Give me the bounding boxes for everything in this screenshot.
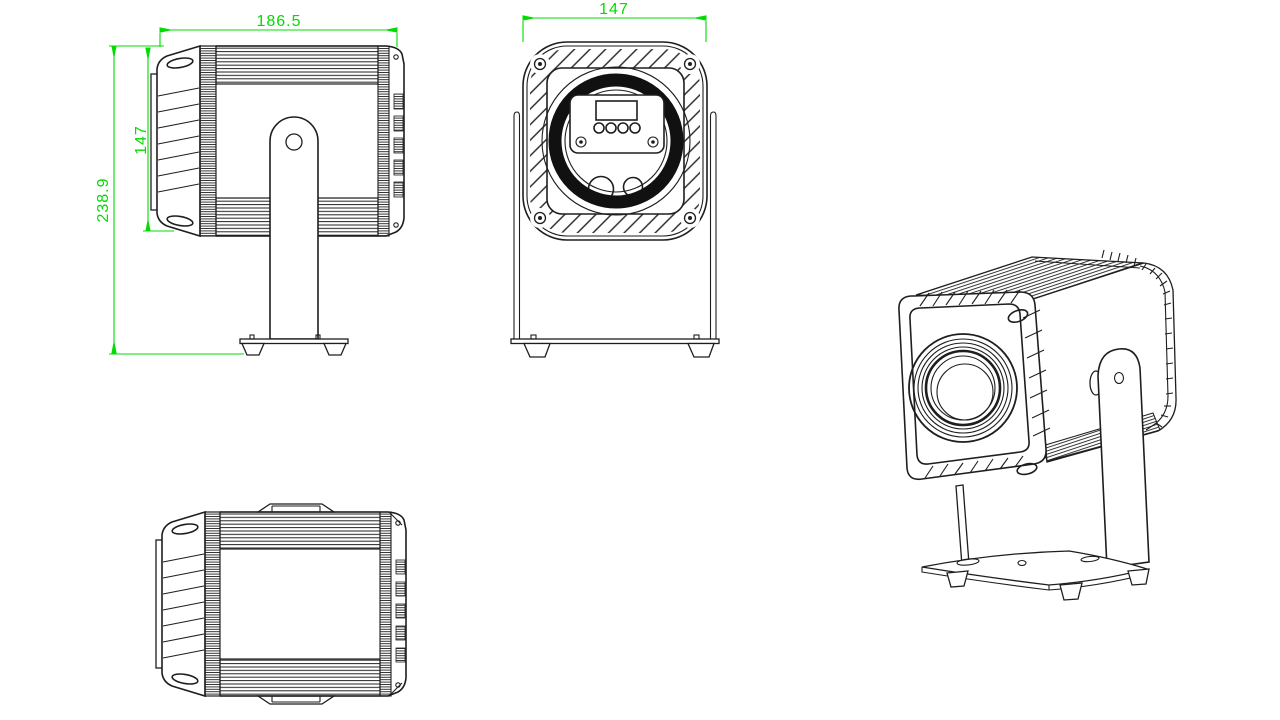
heatsink-fins-top <box>219 511 381 550</box>
body-outline <box>220 511 407 697</box>
dim-label-side-total-height: 238.9 <box>95 177 112 222</box>
lamp-body-top <box>155 510 407 698</box>
base-foot <box>686 342 715 358</box>
bezel-fins <box>157 87 200 193</box>
panel-screw <box>575 136 587 148</box>
knurled-ring <box>199 45 217 237</box>
bumper-edge <box>526 45 704 237</box>
base-foot <box>1059 582 1083 601</box>
bezel-grip-oval <box>1016 462 1038 476</box>
menu-button <box>605 122 617 134</box>
mounting-bracket-side <box>239 116 349 356</box>
heatsink-fins-top <box>215 45 379 85</box>
base-foot <box>946 570 969 588</box>
base-screw <box>693 334 700 340</box>
cap-screw <box>395 682 401 688</box>
dim-label-side-width: 186.5 <box>256 13 301 30</box>
front-bezel-iso <box>898 289 1051 481</box>
menu-button <box>629 122 641 134</box>
knurled-ring <box>204 511 221 697</box>
body-outline <box>216 45 405 237</box>
lens-glass <box>936 363 994 421</box>
bracket-knob-hole <box>1113 371 1125 385</box>
base-foot <box>323 342 347 356</box>
rear-cap-rib-segments <box>393 93 404 198</box>
rear-cap-rib-segments <box>395 559 406 663</box>
bezel-grip-oval <box>166 215 194 227</box>
front-plate <box>546 67 685 215</box>
lamp-body-front <box>522 41 708 241</box>
dimension-front-width: 147 <box>522 1 707 42</box>
bezel-grip-oval <box>166 57 194 69</box>
base-hole <box>1017 559 1027 567</box>
mounting-bracket-iso <box>921 348 1150 601</box>
lcd-display <box>595 100 638 121</box>
rear-knurled-ring <box>377 45 390 237</box>
bracket-arm <box>269 116 319 340</box>
front-bezel <box>156 44 201 238</box>
lens-iso <box>908 333 1018 443</box>
rear-cap <box>1034 249 1174 431</box>
bracket-knob-hole <box>285 133 303 151</box>
cap-screw <box>395 520 401 526</box>
bezel-fin-hatch <box>919 289 1051 479</box>
mounting-bracket-front <box>513 111 717 339</box>
bracket-knob-tab-bottom <box>255 695 337 705</box>
dimension-side-width: 186.5 <box>159 13 398 47</box>
dimension-side-body-height: 147 <box>133 47 174 232</box>
menu-button <box>617 122 629 134</box>
bracket-knob-tab-top <box>255 503 337 513</box>
control-panel <box>569 94 665 154</box>
dim-label-side-body-height: 147 <box>133 125 150 155</box>
dim-label-front-width: 147 <box>599 1 629 18</box>
front-bezel <box>161 510 206 698</box>
bezel-fins <box>162 553 205 659</box>
base-slot <box>956 558 980 566</box>
lens-rubber-ring <box>548 73 684 209</box>
cap-screw <box>393 222 399 228</box>
bezel-grip-oval <box>171 673 199 685</box>
rear-knurled-ring <box>379 511 392 697</box>
cap-screw <box>393 54 399 60</box>
top-view <box>155 503 407 705</box>
base-screw <box>249 334 255 340</box>
bezel-grip-oval <box>171 523 199 535</box>
bracket-base-plate <box>239 338 349 345</box>
panel-screw <box>647 136 659 148</box>
menu-button <box>593 122 605 134</box>
corner-screws <box>533 57 697 225</box>
base-slot <box>1080 555 1100 563</box>
isometric-view <box>898 249 1177 601</box>
base-screw <box>315 334 321 340</box>
near-bracket-arm <box>1097 348 1150 569</box>
base-foot <box>241 342 265 356</box>
lens-outer-ring <box>541 66 691 216</box>
lamp-body-side <box>150 44 405 238</box>
base-screw <box>530 334 537 340</box>
bezel-grip-oval <box>1007 309 1029 323</box>
dimension-side-total-height: 238.9 <box>95 45 244 355</box>
far-bracket-arm <box>955 484 970 567</box>
base-foot <box>1127 568 1150 586</box>
heatsink-fins-bottom <box>219 658 381 697</box>
front-view: 147 <box>510 1 720 358</box>
lens-inner-ring <box>564 89 668 193</box>
side-view: 186.5 238.9 147 <box>95 13 405 356</box>
bracket-base-plate <box>510 338 720 345</box>
base-foot <box>522 342 551 358</box>
bracket-base-front <box>510 334 720 358</box>
